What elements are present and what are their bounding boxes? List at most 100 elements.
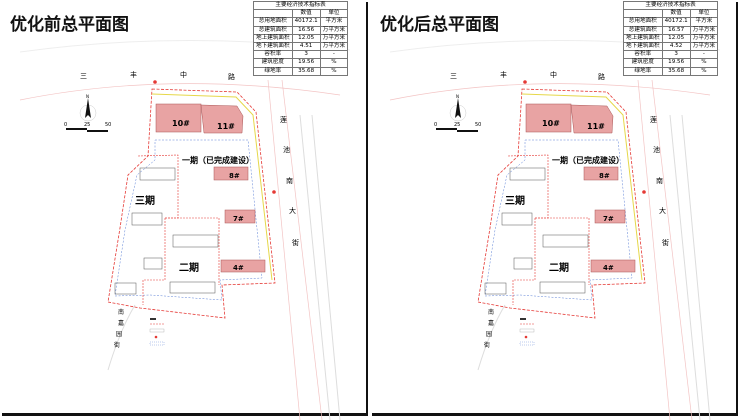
panel-title: 优化后总平面图 bbox=[380, 15, 499, 35]
cell-unit: % bbox=[319, 66, 349, 76]
building-outline bbox=[172, 234, 219, 248]
road-redline bbox=[267, 79, 323, 420]
phase-line bbox=[507, 154, 549, 219]
scale-tick: 50 bbox=[105, 122, 111, 128]
table-caption: 主要经济技术指标表 bbox=[622, 0, 719, 11]
phase2-label: 二期 bbox=[549, 261, 569, 274]
road-char: 丰 bbox=[130, 70, 137, 79]
building-7 bbox=[594, 209, 626, 224]
road-redline bbox=[637, 79, 693, 420]
phase-line bbox=[512, 217, 590, 305]
cell-unit: 万平方米 bbox=[319, 25, 349, 35]
building-11 bbox=[570, 104, 614, 134]
entrance-marker bbox=[153, 80, 157, 84]
cell-value: 3 bbox=[661, 50, 691, 60]
scale-tick: 25 bbox=[454, 122, 460, 128]
legend-entrance bbox=[524, 335, 528, 339]
cell-name: 建筑密度 bbox=[623, 58, 663, 68]
cell-unit: % bbox=[319, 58, 349, 68]
cell-value: 40172.1 bbox=[291, 17, 321, 27]
road-char: 三 bbox=[450, 72, 457, 80]
header-blank bbox=[253, 9, 293, 19]
building-label: 4# bbox=[603, 264, 614, 272]
road-char: 池 bbox=[653, 145, 660, 154]
scale-tick: 0 bbox=[64, 122, 67, 128]
panel-frame bbox=[372, 2, 738, 416]
building-outline bbox=[539, 281, 586, 294]
cell-name: 总用地面积 bbox=[253, 17, 293, 27]
scale-tick: 25 bbox=[84, 122, 90, 128]
scale-bar bbox=[436, 128, 457, 130]
road-char: 南 bbox=[656, 176, 663, 185]
building-4 bbox=[220, 259, 266, 273]
building-label: 8# bbox=[229, 172, 240, 180]
north-arrow-icon bbox=[85, 98, 91, 118]
cell-unit: 万平方米 bbox=[319, 33, 349, 43]
building-label: 7# bbox=[603, 215, 614, 223]
road-char: 丰 bbox=[500, 70, 507, 79]
phase1-label: 一期（已完成建设） bbox=[552, 155, 624, 165]
panel-frame bbox=[2, 2, 368, 416]
fire-lane bbox=[521, 93, 643, 281]
road-edge bbox=[669, 114, 711, 420]
road-edge bbox=[477, 304, 506, 371]
cell-value: 16.56 bbox=[291, 25, 321, 35]
header-value: 数值 bbox=[661, 9, 691, 19]
cell-name: 建筑密度 bbox=[253, 58, 293, 68]
cell-value: 16.57 bbox=[661, 25, 691, 35]
phase-line bbox=[142, 217, 220, 305]
entrance-marker bbox=[272, 190, 276, 194]
legend-underground bbox=[519, 341, 535, 346]
cell-value: 19.56 bbox=[291, 58, 321, 68]
header-blank bbox=[623, 9, 663, 19]
cell-value: 3 bbox=[291, 50, 321, 60]
road-char: 园 bbox=[486, 331, 492, 338]
cell-value: 19.56 bbox=[661, 58, 691, 68]
site-redline bbox=[477, 88, 646, 319]
cell-unit: 平方米 bbox=[689, 17, 719, 27]
cell-name: 总建筑面积 bbox=[623, 25, 663, 35]
building-outline bbox=[513, 257, 533, 270]
panel-after: 优化后总平面图 三 丰 中 路 莲 池 南 大 街 南 嘉 园 街 bbox=[370, 0, 740, 420]
building-label: 10# bbox=[542, 119, 560, 128]
scale-tick: 50 bbox=[475, 122, 481, 128]
scale-bar bbox=[87, 130, 108, 132]
road-char: 莲 bbox=[650, 115, 657, 124]
road-char: 街 bbox=[292, 238, 299, 247]
cell-value: 4.52 bbox=[661, 41, 691, 52]
building-11 bbox=[200, 104, 244, 134]
legend-title-mark bbox=[520, 318, 526, 320]
road-char: 路 bbox=[598, 72, 605, 81]
north-label: N bbox=[456, 94, 459, 99]
cell-name: 总用地面积 bbox=[623, 17, 663, 27]
legend-underground bbox=[149, 341, 165, 346]
building-label: 10# bbox=[172, 119, 190, 128]
site-redline bbox=[107, 88, 276, 319]
cell-name: 总建筑面积 bbox=[253, 25, 293, 35]
scale-bar bbox=[457, 130, 478, 132]
road-char: 大 bbox=[289, 206, 296, 215]
north-arrow-icon bbox=[455, 98, 461, 118]
road-char: 池 bbox=[283, 145, 290, 154]
building-label: 4# bbox=[233, 264, 244, 272]
site-plan: 三 丰 中 路 莲 池 南 大 街 南 嘉 园 街 bbox=[389, 39, 721, 420]
legend bbox=[519, 318, 535, 346]
legend-title-mark bbox=[150, 318, 156, 320]
cell-value: 40172.1 bbox=[661, 17, 691, 27]
building-outline bbox=[143, 257, 163, 270]
